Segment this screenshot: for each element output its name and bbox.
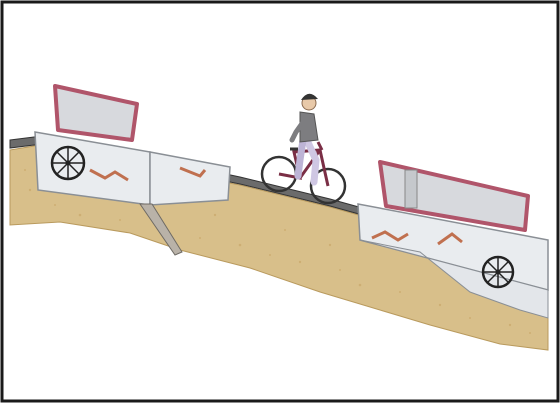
flywheel-icon xyxy=(52,147,84,179)
right-panel-post xyxy=(405,170,417,208)
flywheel-icon xyxy=(483,257,513,287)
